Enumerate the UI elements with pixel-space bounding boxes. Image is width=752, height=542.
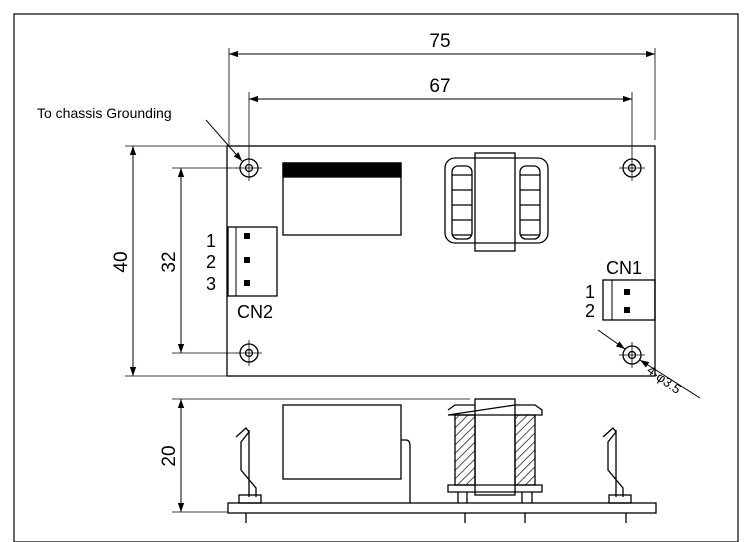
mounting-hole-bottom-left xyxy=(236,340,262,366)
side-transformer xyxy=(447,398,543,523)
side-view xyxy=(172,398,657,523)
transformer-top xyxy=(444,152,549,252)
side-pin-left xyxy=(235,427,257,497)
ground-leader xyxy=(205,119,243,162)
cn2-pin-2: 2 xyxy=(206,252,216,272)
dim-75-label: 75 xyxy=(429,31,450,52)
side-pin-right xyxy=(602,427,624,497)
hole-leader-out xyxy=(639,359,701,399)
component-block-band xyxy=(282,162,402,178)
cn1-connector xyxy=(602,279,656,321)
cn1-label: CN1 xyxy=(606,258,642,278)
cn2-pin-1: 1 xyxy=(206,231,216,251)
dim-20-label: 20 xyxy=(159,445,180,466)
mounting-hole-top-right xyxy=(619,155,645,181)
cn1-pin-2: 2 xyxy=(585,301,595,321)
mounting-hole-bottom-right xyxy=(619,342,645,368)
hole-leader-in xyxy=(597,329,626,350)
side-pcb xyxy=(227,502,657,514)
pcb-outline xyxy=(226,145,656,377)
cn2-label: CN2 xyxy=(237,302,273,322)
dim-40-label: 40 xyxy=(111,251,132,272)
side-component xyxy=(282,404,402,480)
drawing-frame xyxy=(13,13,739,542)
dim-67-label: 67 xyxy=(429,76,450,97)
cn2-pin-3: 3 xyxy=(206,274,216,294)
cn1-pin-1: 1 xyxy=(585,282,595,302)
top-view xyxy=(125,48,656,377)
hole-callout: 4-φ3.5 xyxy=(644,362,684,397)
dimension-lines xyxy=(129,50,701,512)
cn2-connector xyxy=(227,226,278,297)
mounting-hole-top-left xyxy=(236,155,262,181)
ground-note: To chassis Grounding xyxy=(37,105,172,121)
dim-32-label: 32 xyxy=(159,251,180,272)
